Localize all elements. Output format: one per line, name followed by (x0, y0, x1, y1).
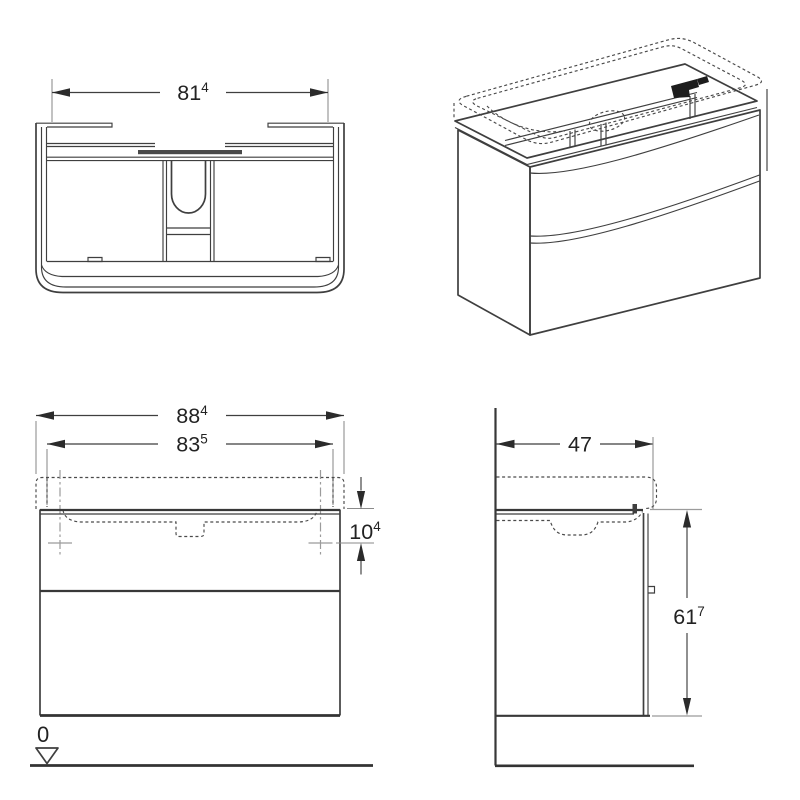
siphon-channel-walls (162, 160, 215, 262)
arrow-right (326, 411, 344, 420)
dim-basin-height-label: 104 (349, 519, 381, 544)
back-rail-segments (47, 142, 333, 148)
drawer-divider-gap (529, 174, 760, 244)
extension-dashes (46, 478, 334, 507)
arrow-left (496, 439, 515, 449)
cabinet-inner-outline (40, 127, 340, 288)
dim-front-total-width-label: 884 (176, 403, 208, 428)
extension-lines (51, 79, 329, 122)
basin-underside-dashed (62, 509, 318, 538)
arrow-left (47, 439, 65, 449)
cabinet-front-face (529, 109, 761, 336)
dim-front-body-width-label: 835 (176, 432, 207, 457)
extension-lines (35, 421, 345, 474)
datum-triangle-symbol (35, 747, 59, 765)
drawer-divider-tab (648, 585, 656, 594)
perspective-view (453, 37, 768, 336)
mounting-bracket-black (671, 79, 699, 98)
basin-outline-dashed (35, 476, 345, 509)
arrow-right (635, 439, 653, 449)
mounting-bracket-clip (697, 76, 709, 85)
cabinet-front-outline (39, 508, 341, 717)
front-view: 884 835 104 0 (30, 403, 381, 767)
wall-mount-brackets (36, 122, 344, 128)
cabinet-sides (39, 509, 341, 716)
dim-front-body-width: 835 (46, 432, 334, 507)
drain-hole-dashed (588, 110, 626, 132)
arrow-right (315, 439, 333, 449)
top-panel-outline (454, 63, 758, 159)
plan-view: 814 (35, 79, 345, 294)
arrow-up (356, 543, 366, 561)
cabinet-side-panel (457, 129, 531, 336)
arrow-left (36, 411, 54, 420)
washbasin-outline-dashed (458, 37, 763, 145)
arrow-left (52, 88, 70, 97)
arrow-down (682, 698, 692, 716)
basin-outline-dashed (496, 476, 658, 510)
dim-cabinet-height: 617 (650, 508, 705, 717)
back-rail (504, 91, 698, 147)
dim-depth: 47 (496, 433, 654, 509)
datum-zero: 0 (30, 722, 373, 767)
back-rail-full (47, 156, 333, 162)
arrow-right (310, 88, 328, 97)
arrow-up (682, 510, 692, 528)
arrow-down (356, 491, 366, 509)
dim-basin-height: 104 (336, 477, 381, 575)
side-panel-lines (45, 127, 335, 262)
back-rail-posts (569, 94, 696, 148)
cabinet-side-outline (496, 504, 656, 717)
side-view: 47 617 (494, 408, 705, 768)
drawer-front-curve (40, 264, 340, 278)
upper-drawer-top-edge (529, 114, 760, 175)
dim-cabinet-height-label: 617 (673, 604, 704, 629)
siphon-cutout-u (170, 160, 207, 214)
channel-crossbar (166, 227, 211, 236)
cabinet-outer-outline (35, 123, 345, 294)
top-panel-edge-band (454, 106, 758, 166)
dim-depth-label: 47 (568, 433, 592, 457)
extension-lines (650, 508, 702, 717)
extension-lines (46, 449, 334, 505)
plan-drawing (35, 122, 345, 294)
dim-plan-width-label: 814 (177, 80, 209, 105)
extension-lines (336, 507, 374, 544)
washbasin-rim-inner-dashed (472, 45, 746, 139)
basin-underside-dashed (496, 511, 644, 536)
dim-front-total-width: 884 (35, 403, 345, 474)
front-bracket (632, 504, 637, 514)
center-mount-bar (138, 150, 242, 155)
drawer-glides (87, 256, 331, 263)
dim-plan-width: 814 (51, 79, 329, 122)
datum-zero-label: 0 (37, 722, 49, 747)
